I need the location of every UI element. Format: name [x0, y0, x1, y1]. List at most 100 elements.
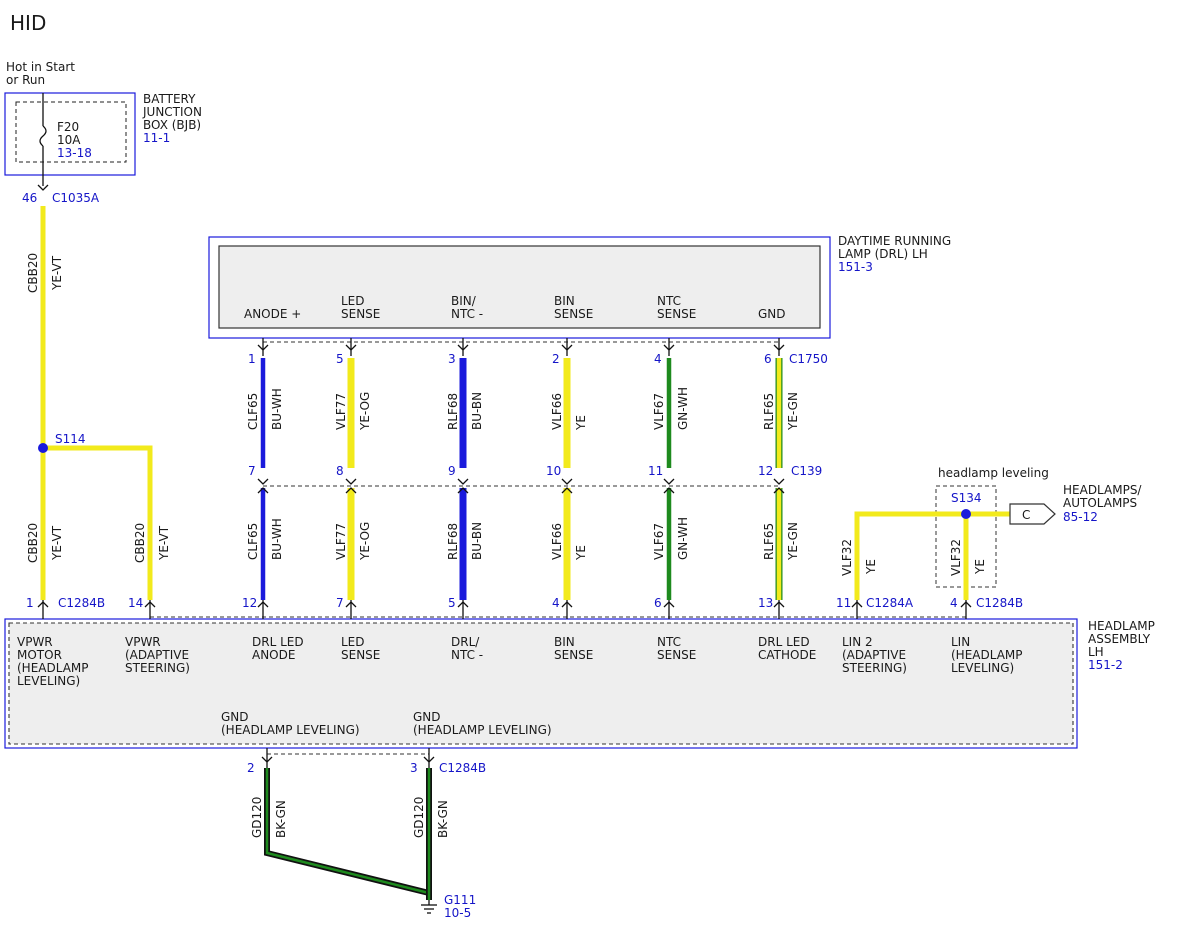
- ha-label-anode-2: ANODE: [252, 648, 295, 662]
- feed-circuit-lower: CBB20: [26, 523, 40, 563]
- ground-color-b: BK-GN: [436, 800, 450, 838]
- bjb-name-2: JUNCTION: [142, 105, 202, 119]
- ha-pin-1: 7: [336, 596, 344, 610]
- splice-s114-dot: [38, 443, 48, 453]
- offpage-name-2: AUTOLAMPS: [1063, 496, 1137, 510]
- c139-pin-2: 9: [448, 464, 456, 478]
- arrow-c139-down-2: [457, 478, 469, 485]
- arrow-drl-5: [773, 344, 785, 351]
- gnd-pin-a: 2: [247, 761, 255, 775]
- ha-label-steer-3: STEERING): [125, 661, 190, 675]
- wire-0-circuit-0: CLF65: [246, 393, 260, 430]
- ha-label-lin2-3: STEERING): [842, 661, 907, 675]
- lin2-pin: 11: [836, 596, 851, 610]
- lin2-wire: [854, 511, 966, 600]
- c139-pin-4: 11: [648, 464, 663, 478]
- bjb-inner-dashed: [15, 101, 127, 163]
- leveling-note: headlamp leveling: [938, 466, 1049, 480]
- drl-pin-label-bin-2: NTC -: [451, 307, 483, 321]
- splice-s134-label: S134: [951, 491, 982, 505]
- feed-circuit-upper: CBB20: [26, 253, 40, 293]
- wire-4-circuit-1: VLF67: [652, 523, 666, 560]
- lin2-color: YE: [864, 559, 878, 575]
- steer-circuit: CBB20: [133, 523, 147, 563]
- gnd-connector: C1284B: [439, 761, 486, 775]
- offpage-name-1: HEADLAMPS/: [1063, 483, 1142, 497]
- headlamp-outline: [4, 618, 1078, 749]
- splice-s134-dot: [961, 509, 971, 519]
- drl-pin-3: 2: [552, 352, 560, 366]
- arrow-drl-2: [457, 344, 469, 351]
- lin2-circuit: VLF32: [840, 539, 854, 576]
- gnd-pin-b: 3: [410, 761, 418, 775]
- ha-label-lin2-2: (ADAPTIVE: [842, 648, 906, 662]
- drl-pin-label-bin-1: BIN/: [451, 294, 477, 308]
- connector-arrow-group: [37, 184, 972, 768]
- drl-pin-label-binsense-2: SENSE: [554, 307, 593, 321]
- ground-ref: 10-5: [444, 906, 471, 920]
- ha-pin-0: 12: [242, 596, 257, 610]
- arrow-ha-extra-0: [37, 601, 49, 608]
- wire-2-color-1: BU-BN: [470, 522, 484, 560]
- wire-5-color-1: YE-GN: [786, 522, 800, 561]
- offpage-connector-letter: C: [1022, 508, 1030, 522]
- bjb-outline: [4, 92, 136, 176]
- bjb-name-3: BOX (BJB): [143, 118, 201, 132]
- c139-pin-3: 10: [546, 464, 561, 478]
- headlamp-name-3: LH: [1088, 645, 1104, 659]
- ground-circuit-a: GD120: [250, 797, 264, 838]
- steering-feed-wire: [43, 445, 153, 600]
- ha-label-drlntc-2: NTC -: [451, 648, 483, 662]
- headlamp-ref: 151-2: [1088, 658, 1123, 672]
- drl-name-1: DAYTIME RUNNING: [838, 234, 951, 248]
- fuse-rating: 10A: [57, 133, 81, 147]
- arrow-ha-extra-2: [851, 601, 863, 608]
- lin-pin: 4: [950, 596, 958, 610]
- arrow-c139-up-4: [663, 487, 675, 494]
- arrow-bjb: [37, 184, 49, 191]
- ha-label-bin-1: BIN: [554, 635, 575, 649]
- ha-label-lin-1: LIN: [951, 635, 970, 649]
- wire-1-circuit-0: VLF77: [334, 393, 348, 430]
- ground-symbol-icon: [421, 900, 437, 914]
- ha-label-cathode-2: CATHODE: [758, 648, 816, 662]
- ha-label-anode-1: DRL LED: [252, 635, 304, 649]
- fuse-id: F20: [57, 120, 79, 134]
- ha-label-lin-3: LEVELING): [951, 661, 1014, 675]
- arrow-c139-up-3: [561, 487, 573, 494]
- ha-label-cathode-1: DRL LED: [758, 635, 810, 649]
- wire-5-circuit-0: RLF65: [762, 393, 776, 430]
- arrow-drl-0: [257, 344, 269, 351]
- ha-label-motor-3: (HEADLAMP: [17, 661, 89, 675]
- steer-pin: 14: [128, 596, 143, 610]
- arrow-c139-down-1: [345, 478, 357, 485]
- wire-5-circuit-1: RLF65: [762, 523, 776, 560]
- arrow-ha-extra-1: [144, 601, 156, 608]
- fuse-ref: 13-18: [57, 146, 92, 160]
- arrow-c139-down-4: [663, 478, 675, 485]
- steer-color: YE-VT: [157, 525, 171, 561]
- ha-label-drlntc-1: DRL/: [451, 635, 480, 649]
- c139-pin-0: 7: [248, 464, 256, 478]
- wire-0-color-1: BU-WH: [270, 518, 284, 560]
- lin-connector: C1284B: [976, 596, 1023, 610]
- wire-3-color-0: YE: [574, 415, 588, 431]
- wire-1-circuit-1: VLF77: [334, 523, 348, 560]
- wire-3-circuit-1: VLF66: [550, 523, 564, 560]
- ha-label-led-2: SENSE: [341, 648, 380, 662]
- ground-wire-a-stripe: [265, 768, 430, 895]
- offpage-ref: 85-12: [1063, 510, 1098, 524]
- drl-pin-0: 1: [248, 352, 256, 366]
- wire-4-color-1: GN-WH: [676, 517, 690, 560]
- headlamp-name-2: ASSEMBLY: [1088, 632, 1151, 646]
- drl-ref: 151-3: [838, 260, 873, 274]
- wire-0-circuit-1: CLF65: [246, 523, 260, 560]
- bjb-name-1: BATTERY: [143, 92, 196, 106]
- arrow-gnd-1: [423, 756, 435, 763]
- wire-2-circuit-0: RLF68: [446, 393, 460, 430]
- gnd-label-1b: (HEADLAMP LEVELING): [221, 723, 360, 737]
- ha-label-ntc-2: SENSE: [657, 648, 696, 662]
- splice-s114-label: S114: [55, 432, 86, 446]
- gnd-label-2a: GND: [413, 710, 441, 724]
- arrow-c139-up-2: [457, 487, 469, 494]
